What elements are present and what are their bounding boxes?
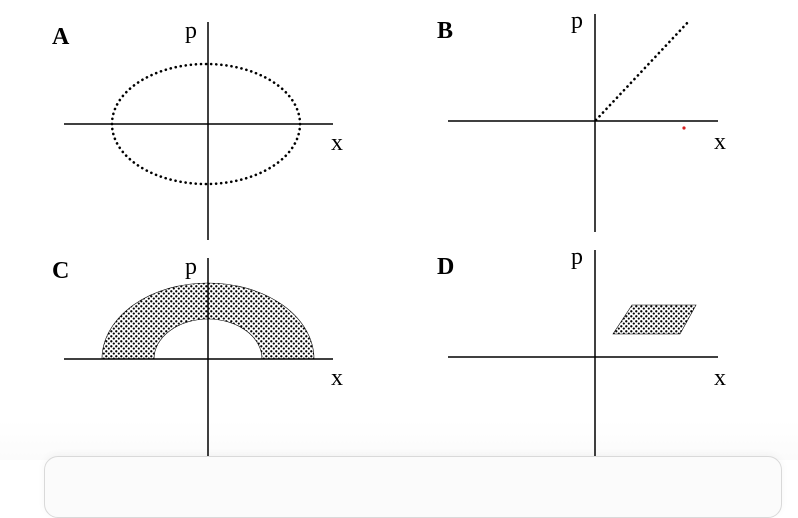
panel-b-label: B bbox=[437, 18, 453, 44]
panel-b-dotted-ray bbox=[594, 18, 692, 122]
panel-c-p-label: p bbox=[185, 254, 197, 280]
panel-b-red-marker bbox=[682, 126, 686, 130]
phase-space-diagram: A p x B p x C p x D p x bbox=[52, 8, 726, 478]
panel-d-x-label: x bbox=[714, 365, 726, 391]
panel-a-label: A bbox=[52, 24, 70, 50]
panel-c-label: C bbox=[52, 258, 69, 284]
panel-d-label: D bbox=[437, 254, 454, 280]
panel-d-stippled-parallelogram bbox=[612, 304, 697, 335]
panel-c: C p x bbox=[52, 254, 343, 478]
panel-c-stippled-half-annulus bbox=[101, 282, 315, 360]
panel-b: B p x bbox=[437, 8, 726, 232]
panel-c-x-label: x bbox=[331, 365, 343, 391]
bottom-input-bar[interactable] bbox=[44, 456, 782, 518]
panel-d-p-label: p bbox=[571, 244, 583, 270]
panel-b-p-label: p bbox=[571, 8, 583, 34]
panel-a-x-label: x bbox=[331, 130, 343, 156]
panel-b-x-label: x bbox=[714, 129, 726, 155]
panel-a: A p x bbox=[52, 18, 343, 240]
panel-a-dotted-ellipse bbox=[110, 62, 302, 186]
panel-a-p-label: p bbox=[185, 18, 197, 44]
panel-d: D p x bbox=[437, 244, 726, 468]
